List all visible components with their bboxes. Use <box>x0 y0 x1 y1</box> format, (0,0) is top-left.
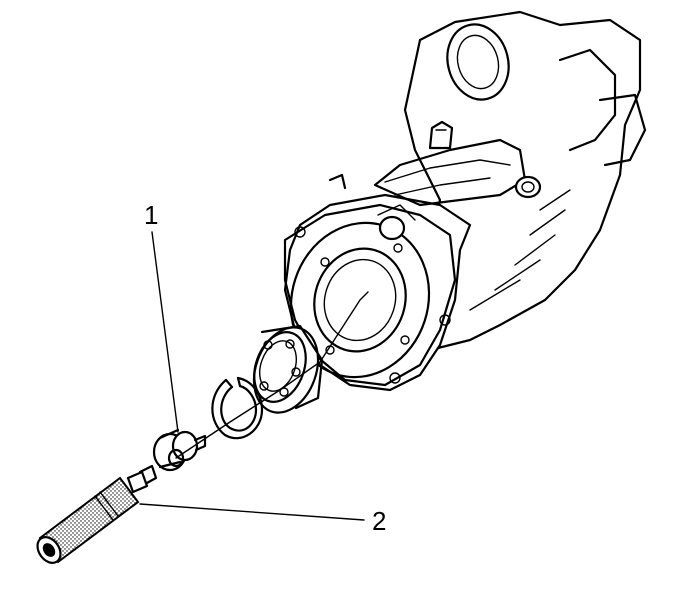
leader-line-1 <box>151 231 179 433</box>
snap-ring <box>211 376 264 440</box>
callout-label-2: 2 <box>372 506 386 536</box>
callout-2: 2 <box>139 503 386 536</box>
installer-tool <box>36 464 158 564</box>
leader-line-2 <box>139 503 365 521</box>
callout-label-1: 1 <box>144 200 158 230</box>
assembly-centerline <box>175 291 369 459</box>
transmission-housing <box>283 10 647 392</box>
bearing <box>252 324 324 414</box>
callout-1: 1 <box>144 200 179 433</box>
adapter-seal <box>152 428 207 472</box>
